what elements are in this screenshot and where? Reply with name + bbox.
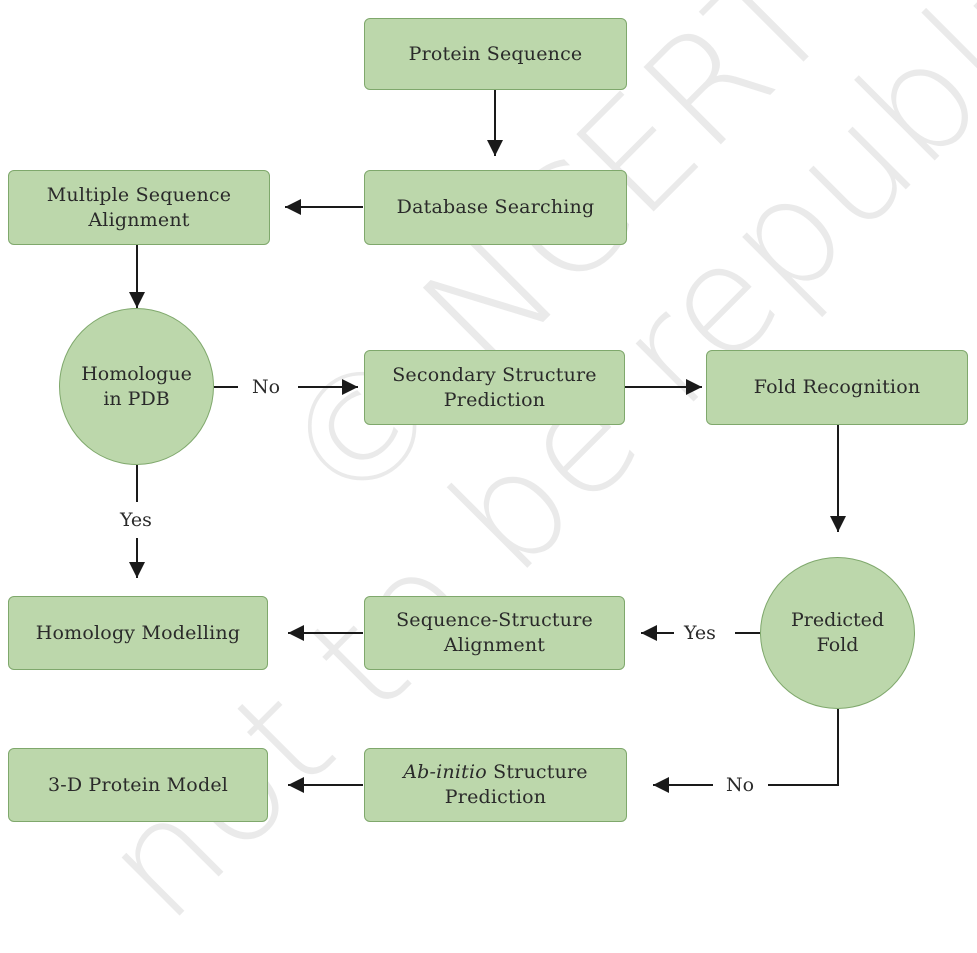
node-msa-line1: Multiple Sequence xyxy=(46,183,232,206)
edge-label-fold-yes: Yes xyxy=(679,621,721,645)
node-predicted-fold-line2: Fold xyxy=(816,634,859,656)
node-abinitio-structure-prediction: Ab-initio Structure Prediction xyxy=(364,748,627,822)
node-ssa-line1: Sequence-Structure xyxy=(396,609,593,631)
node-ssp-line1: Secondary Structure xyxy=(392,363,597,386)
node-predicted-fold: Predicted Fold xyxy=(760,557,915,709)
node-database-searching: Database Searching xyxy=(364,170,627,245)
node-secondary-structure-prediction: Secondary Structure Prediction xyxy=(364,350,625,425)
node-fold-recognition-label: Fold Recognition xyxy=(753,376,921,398)
node-protein-sequence-label: Protein Sequence xyxy=(408,42,583,65)
node-3d-protein-model-label: 3-D Protein Model xyxy=(47,773,229,796)
node-multiple-sequence-alignment: Multiple Sequence Alignment xyxy=(8,170,270,245)
edge-fold-no-a xyxy=(768,709,839,786)
node-abinitio-line2: Prediction xyxy=(444,786,547,808)
node-3d-protein-model: 3-D Protein Model xyxy=(8,748,268,822)
node-fold-recognition: Fold Recognition xyxy=(706,350,968,425)
node-sequence-structure-alignment: Sequence-Structure Alignment xyxy=(364,596,625,670)
node-homologue-line2: in PDB xyxy=(103,387,170,410)
node-abinitio-rest: Structure xyxy=(486,761,588,783)
node-abinitio-line1: Ab-initio Structure xyxy=(403,760,588,785)
node-homology-modelling: Homology Modelling xyxy=(8,596,268,670)
node-database-searching-label: Database Searching xyxy=(396,196,595,218)
edge-label-fold-no: No xyxy=(721,773,760,797)
edge-label-homologue-yes: Yes xyxy=(115,508,157,532)
edge-label-homologue-no: No xyxy=(247,375,286,399)
node-predicted-fold-line1: Predicted xyxy=(790,609,885,631)
diagram-edges xyxy=(129,90,846,793)
node-homology-modelling-label: Homology Modelling xyxy=(35,621,241,644)
node-ssp-line2: Prediction xyxy=(443,388,546,411)
node-protein-sequence: Protein Sequence xyxy=(364,18,627,90)
node-abinitio-italic: Ab-initio xyxy=(403,761,487,783)
node-homologue-in-pdb: Homologue in PDB xyxy=(59,308,214,465)
node-homologue-line1: Homologue xyxy=(81,362,192,385)
node-msa-line2: Alignment xyxy=(88,208,190,231)
node-ssa-line2: Alignment xyxy=(443,634,546,656)
